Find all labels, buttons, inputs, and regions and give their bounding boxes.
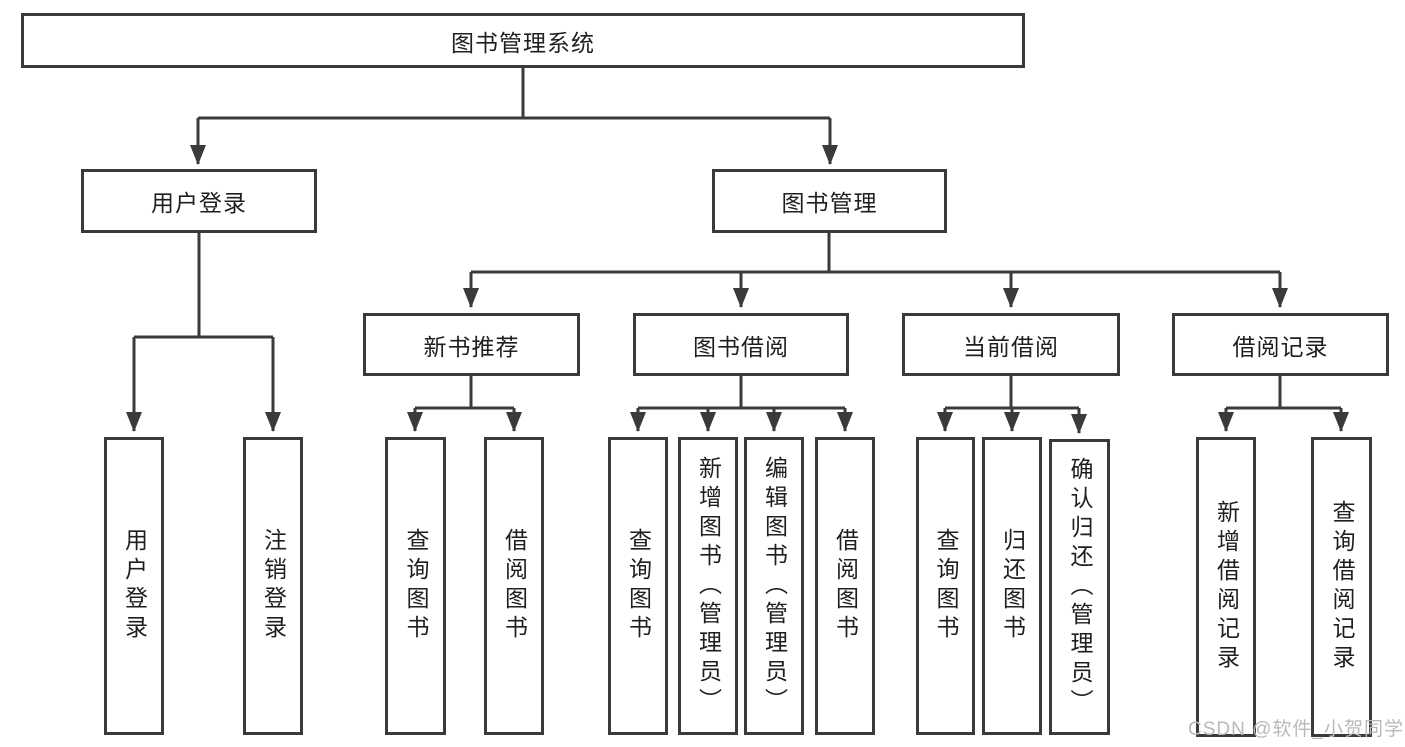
node-user-login: 用户登录 — [81, 169, 317, 233]
leaf-query-borrow-record: 查询借阅记录 — [1311, 437, 1372, 737]
leaf-query-book-current: 查询图书 — [916, 437, 975, 735]
leaf-return-book: 归还图书 — [982, 437, 1042, 735]
node-book-borrow: 图书借阅 — [633, 313, 849, 376]
leaf-add-borrow-record: 新增借阅记录 — [1196, 437, 1256, 737]
leaf-query-book-recommend: 查询图书 — [385, 437, 446, 735]
csdn-watermark: CSDN @软件_小贺同学 — [1188, 719, 1404, 740]
node-borrow-records: 借阅记录 — [1172, 313, 1389, 376]
leaf-edit-book-admin: 编辑图书（管理员） — [744, 437, 804, 735]
node-book-management: 图书管理 — [712, 169, 947, 233]
leaf-query-book-borrow: 查询图书 — [608, 437, 668, 735]
leaf-borrow-book: 借阅图书 — [815, 437, 875, 735]
leaf-add-book-admin: 新增图书（管理员） — [678, 437, 738, 735]
leaf-logout: 注销登录 — [243, 437, 303, 735]
node-new-book-recommend: 新书推荐 — [363, 313, 580, 376]
node-current-borrow: 当前借阅 — [902, 313, 1120, 376]
leaf-borrow-book-recommend: 借阅图书 — [484, 437, 544, 735]
node-library-system: 图书管理系统 — [21, 13, 1025, 68]
leaf-user-login: 用户登录 — [104, 437, 164, 735]
leaf-confirm-return-admin: 确认归还（管理员） — [1049, 439, 1110, 735]
